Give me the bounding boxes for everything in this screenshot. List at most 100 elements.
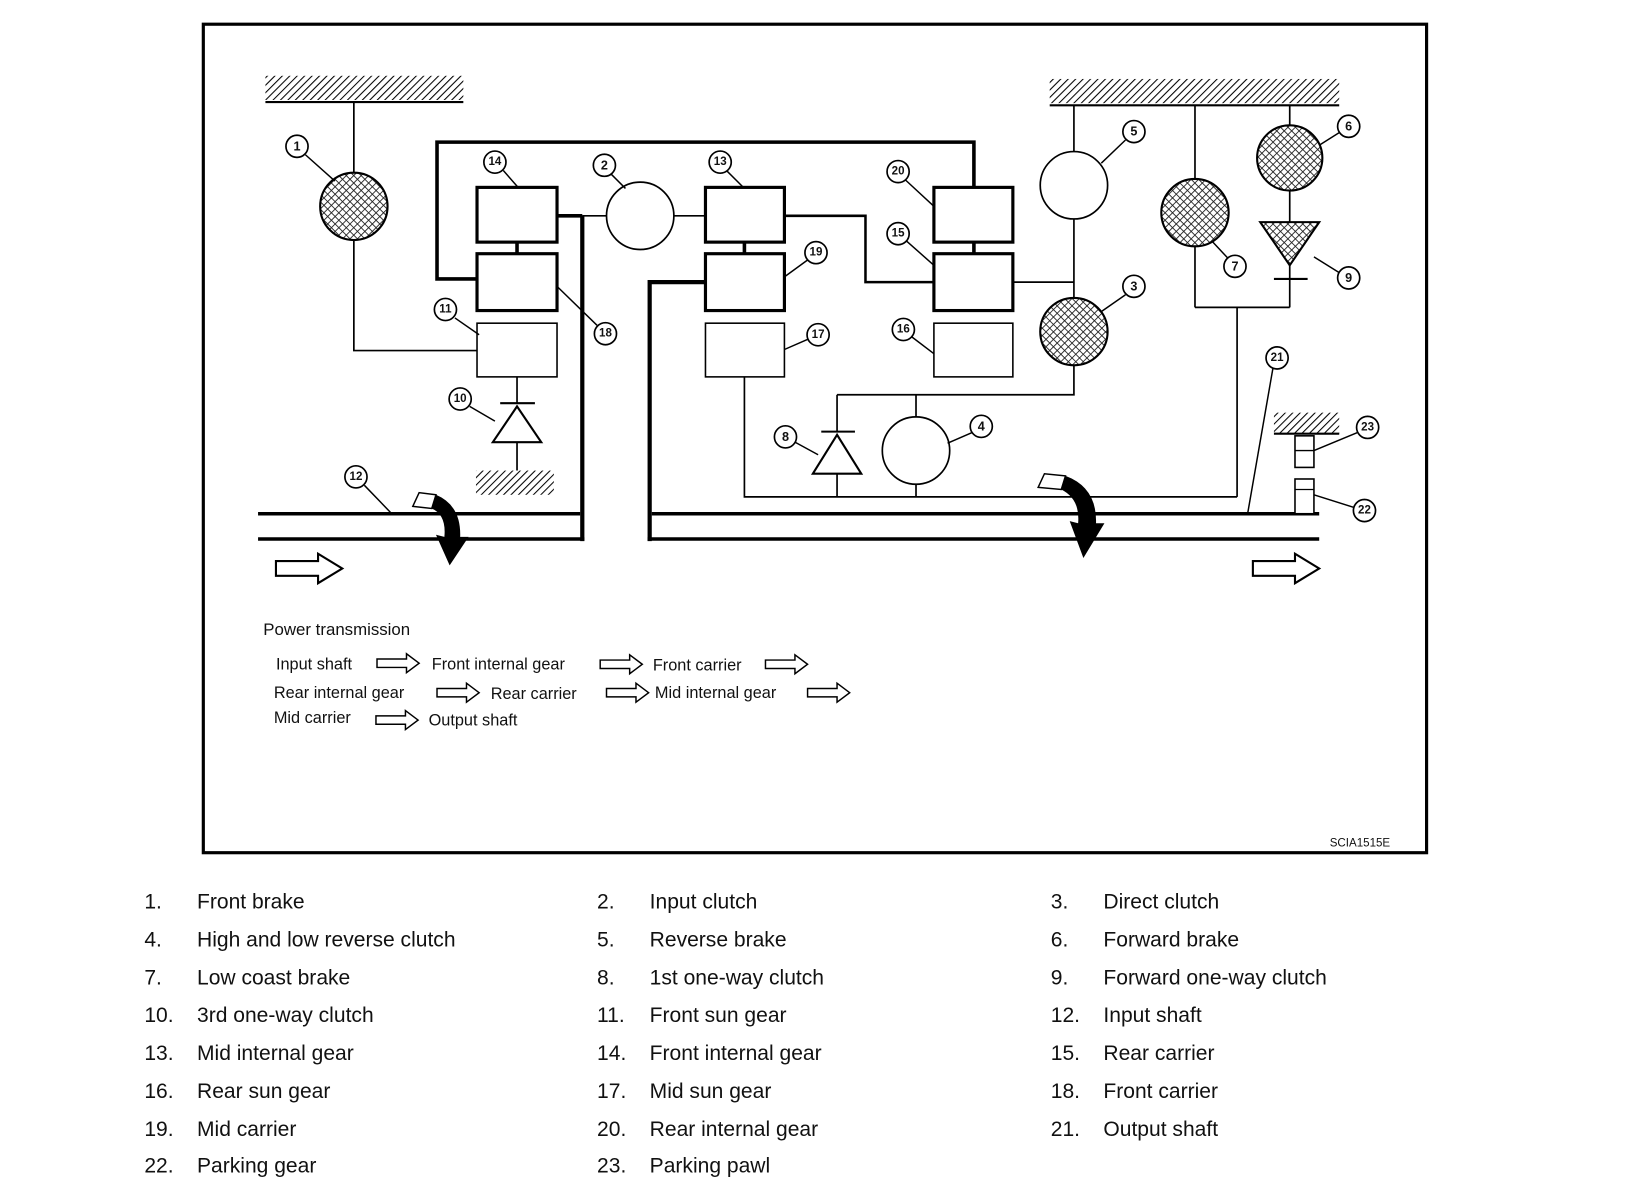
power-transmission-flow: Power transmission Input shaft Front int… xyxy=(263,620,851,732)
low-coast-brake xyxy=(1160,177,1230,248)
input-direction-arrow-icon xyxy=(274,551,345,586)
callout-5: 5 xyxy=(1100,119,1146,164)
callout-23: 23 xyxy=(1313,415,1380,452)
callout-4: 4 xyxy=(947,414,994,444)
callout-leader xyxy=(363,484,393,515)
legend-label: Parking gear xyxy=(197,1155,316,1178)
legend-number: 2. xyxy=(597,891,615,914)
legend-number: 4. xyxy=(144,928,162,951)
front-brake xyxy=(319,171,389,242)
callout-20: 20 xyxy=(886,159,935,207)
legend-label: Forward brake xyxy=(1103,928,1239,951)
arrow-body xyxy=(431,494,469,566)
legend-label: Direct clutch xyxy=(1103,891,1219,914)
input-shaft xyxy=(258,214,585,542)
callout-ring xyxy=(804,240,828,265)
callout-leader xyxy=(947,431,973,444)
legend-label: Front carrier xyxy=(1103,1080,1218,1103)
flow-step: Mid internal gear xyxy=(655,684,777,702)
callout-22: 22 xyxy=(1313,494,1377,523)
legend-item: 20.Rear internal gear xyxy=(597,1118,818,1141)
callout-leader xyxy=(725,170,744,188)
callout-ring xyxy=(344,464,368,489)
flow-arrow-icon xyxy=(436,681,481,704)
parking-pawl xyxy=(1294,435,1315,469)
callout-number: 1 xyxy=(293,139,300,153)
legend-label: Front sun gear xyxy=(650,1004,787,1027)
flow-arrow-icon xyxy=(764,653,809,676)
legend-item: 17.Mid sun gear xyxy=(597,1080,771,1103)
rear-internal-gear-box xyxy=(932,185,1015,244)
flow-arrow-icon xyxy=(605,681,650,704)
arrow-body xyxy=(1061,475,1105,558)
callout-ring xyxy=(433,297,458,322)
legend-number: 7. xyxy=(144,966,162,989)
callout-number: 21 xyxy=(1271,352,1284,364)
callout-ring xyxy=(1265,346,1289,370)
ground-top-left xyxy=(265,75,464,104)
callout-ring xyxy=(592,153,617,178)
front-internal-gear-box xyxy=(475,185,559,244)
rear-sun-gear-box xyxy=(933,322,1014,378)
callout-leader xyxy=(1100,139,1127,164)
ground-top-right xyxy=(1049,78,1340,107)
callout-leader xyxy=(794,441,819,456)
legend-label: Mid internal gear xyxy=(197,1042,354,1065)
legend-label: 3rd one-way clutch xyxy=(197,1004,374,1027)
input-rotation-arrow-icon xyxy=(411,491,469,566)
callout-number: 8 xyxy=(782,430,789,444)
legend-label: Front internal gear xyxy=(650,1042,822,1065)
legend-number: 9. xyxy=(1051,966,1069,989)
callout-leader xyxy=(304,154,336,182)
output-shaft xyxy=(647,280,1320,542)
callout-ring xyxy=(593,321,618,346)
callout-number: 12 xyxy=(350,471,363,483)
callout-leader xyxy=(1313,431,1358,452)
callout-number: 4 xyxy=(978,419,985,433)
callout-18: 18 xyxy=(556,285,618,346)
flow-step: Rear carrier xyxy=(491,685,578,703)
flow-step: Mid carrier xyxy=(274,709,352,727)
figure-id: SCIA1515E xyxy=(1330,837,1391,849)
callout-ring xyxy=(773,424,798,449)
parking-gear xyxy=(1294,478,1315,515)
legend-number: 6. xyxy=(1051,928,1069,951)
legend-item: 4.High and low reverse clutch xyxy=(144,928,455,951)
flow-step: Front carrier xyxy=(653,657,742,675)
callout-number: 9 xyxy=(1345,271,1352,285)
callout-number: 18 xyxy=(599,328,612,340)
forward-one-way-clutch xyxy=(1258,221,1322,268)
callout-11: 11 xyxy=(433,297,480,336)
legend-item: 8.1st one-way clutch xyxy=(597,966,824,989)
callout-ring xyxy=(1122,119,1146,144)
legend-number: 1. xyxy=(144,891,162,914)
callout-8: 8 xyxy=(773,424,819,456)
legend-number: 3. xyxy=(1051,891,1069,914)
callout-9: 9 xyxy=(1313,256,1361,290)
callout-13: 13 xyxy=(708,150,744,188)
callout-leader xyxy=(1318,132,1340,146)
callout-ring xyxy=(969,414,994,439)
callout-ring xyxy=(806,322,831,347)
callout-ring xyxy=(285,134,309,159)
legend-label: Forward one-way clutch xyxy=(1103,966,1326,989)
legend-label: Mid sun gear xyxy=(650,1080,772,1103)
callout-leader xyxy=(610,173,626,189)
one-way-clutch-icon xyxy=(490,404,544,444)
input-clutch xyxy=(605,181,675,251)
legend-item: 6. Forward brake xyxy=(1051,928,1239,951)
mid-sun-gear-box xyxy=(704,322,786,378)
callout-number: 2 xyxy=(601,158,608,172)
callout-6: 6 xyxy=(1318,114,1361,146)
callout-7: 7 xyxy=(1212,241,1247,279)
callout-ring xyxy=(483,150,507,175)
one-way-clutch-icon xyxy=(810,432,864,475)
callout-2: 2 xyxy=(592,153,626,189)
legend-number: 19. xyxy=(144,1118,173,1141)
legend-item: 23.Parking pawl xyxy=(597,1155,770,1178)
legend: 1.Front brake 2.Input clutch 3.Direct cl… xyxy=(144,891,1326,1178)
callout-ring xyxy=(1352,498,1377,523)
legend-label: Output shaft xyxy=(1103,1118,1218,1141)
legend-item: 5.Reverse brake xyxy=(597,928,787,951)
callout-ring xyxy=(886,159,911,184)
